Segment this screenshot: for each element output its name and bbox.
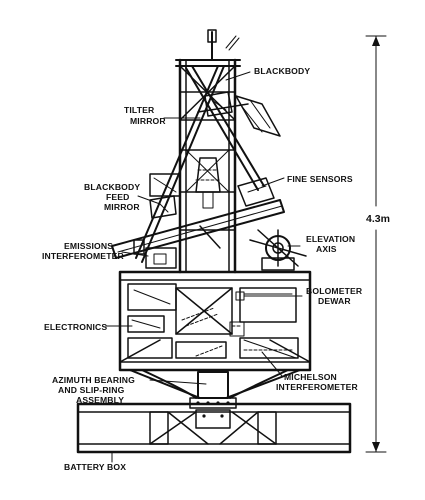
feed-mirror-box <box>149 173 181 219</box>
label-azimuth-bearing-2: AND SLIP-RING <box>58 385 125 395</box>
azimuth-base <box>129 369 301 409</box>
label-blackbody: BLACKBODY <box>254 66 310 76</box>
label-elevation-axis-1: ELEVATION <box>306 234 355 244</box>
label-michelson-interferometer-1: MICHELSON <box>284 372 337 382</box>
label-blackbody-feed-mirror-3: MIRROR <box>104 202 140 212</box>
elevation-axis-wheel <box>249 229 307 271</box>
fine-sensors-box <box>237 177 275 207</box>
height-dimension <box>365 35 387 453</box>
telescope-beam <box>111 199 285 259</box>
instrument-cage <box>118 270 312 372</box>
label-fine-sensors: FINE SENSORS <box>287 174 353 184</box>
label-michelson-interferometer-2: INTERFEROMETER <box>276 382 358 392</box>
label-electronics: ELECTRONICS <box>44 322 107 332</box>
battery-box <box>76 402 352 454</box>
label-emissions-interferometer-1: EMISSIONS <box>64 241 113 251</box>
tilter-mirror-assembly <box>204 91 281 137</box>
label-blackbody-feed-mirror-2: FEED <box>106 192 130 202</box>
emissions-interferometer <box>133 239 177 269</box>
label-blackbody-feed-mirror-1: BLACKBODY <box>84 182 140 192</box>
label-bolometer-dewar-2: DEWAR <box>318 296 351 306</box>
label-tilter-mirror-2: MIRROR <box>130 116 166 126</box>
label-azimuth-bearing-1: AZIMUTH BEARING <box>52 375 135 385</box>
label-azimuth-bearing-3: ASSEMBLY <box>76 395 124 405</box>
leader-lines <box>105 71 303 463</box>
label-bolometer-dewar-1: BOLOMETER <box>306 286 363 296</box>
label-elevation-axis-2: AXIS <box>316 244 337 254</box>
label-tilter-mirror-1: TILTER <box>124 105 155 115</box>
label-emissions-interferometer-2: INTERFEROMETER <box>42 251 124 261</box>
label-battery-box: BATTERY BOX <box>64 462 126 472</box>
central-optics <box>195 157 221 209</box>
height-label: 4.3m <box>366 213 390 225</box>
